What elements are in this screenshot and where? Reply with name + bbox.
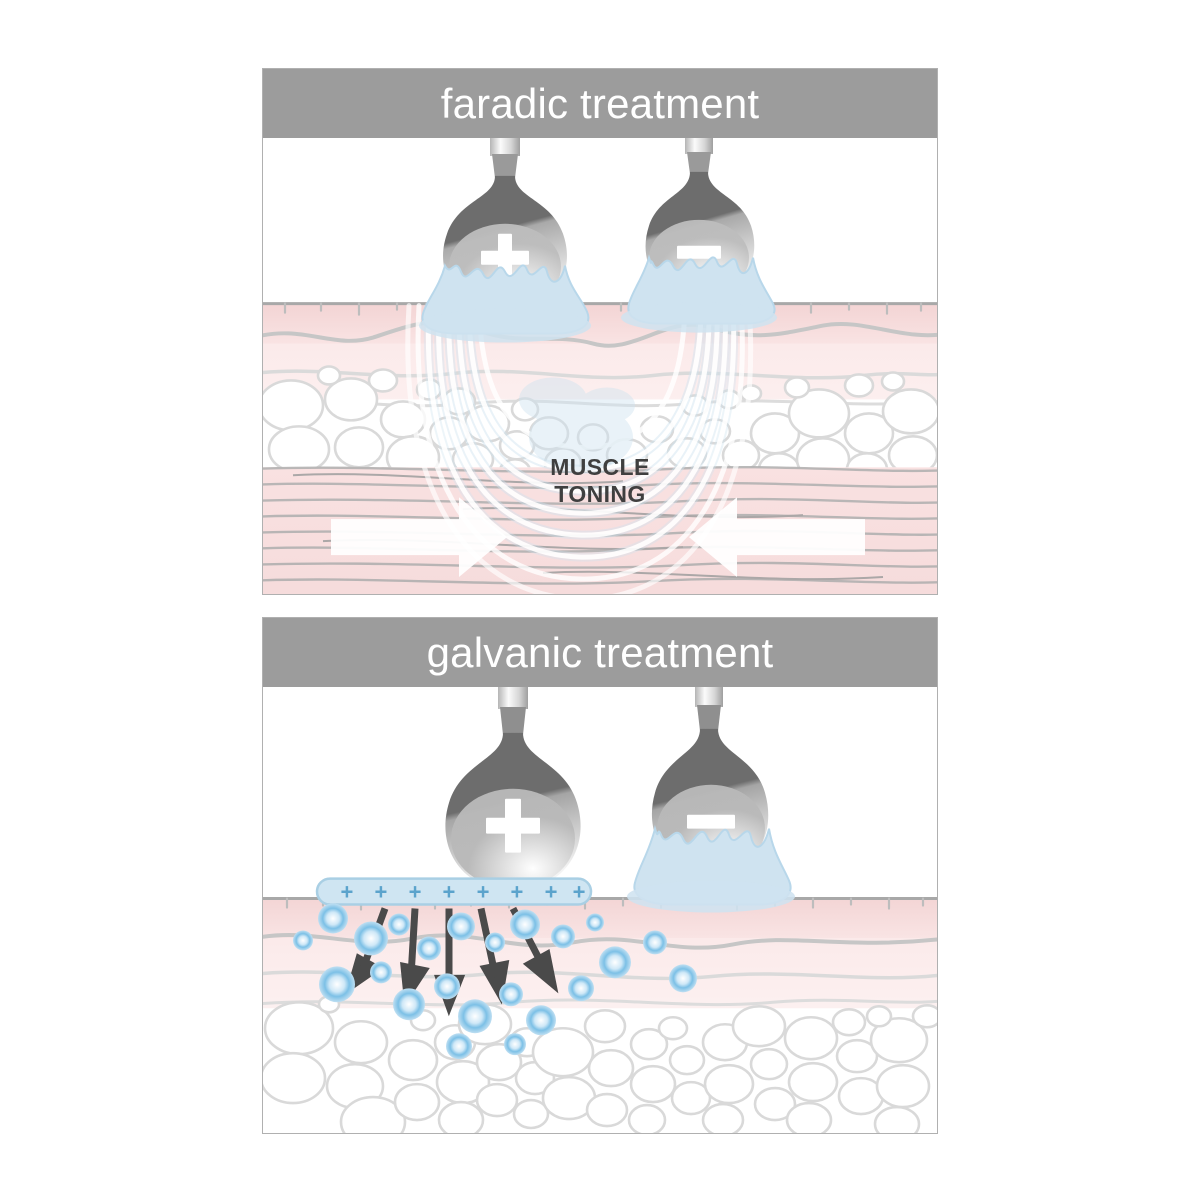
svg-text:+: + <box>443 880 456 905</box>
pad-charge-symbols: + + + + + + + + <box>341 880 586 905</box>
minus-symbol <box>687 814 735 829</box>
svg-text:+: + <box>573 880 586 905</box>
faradic-electrode-negative <box>621 138 777 333</box>
galvanic-electrode-negative <box>627 687 795 913</box>
positive-ion-pad: + + + + + + + + <box>315 877 593 906</box>
muscle-arrow-right <box>331 497 507 578</box>
muscle-arrow-left <box>689 497 865 578</box>
ion-particles <box>293 903 697 1060</box>
minus-symbol <box>677 245 721 259</box>
panel-faradic-header: faradic treatment <box>263 69 937 138</box>
muscle-toning-line2: TONING <box>554 481 646 508</box>
faradic-electrode-positive <box>419 138 591 343</box>
panel-galvanic: galvanic treatment <box>262 617 938 1134</box>
panel-galvanic-body: + + + + + + + + <box>263 687 937 1133</box>
panel-faradic: faradic treatment <box>262 68 938 595</box>
galvanic-diagram: + + + + + + + + <box>263 687 937 1133</box>
svg-text:+: + <box>375 880 388 905</box>
svg-text:+: + <box>341 880 354 905</box>
svg-text:+: + <box>511 880 524 905</box>
galvanic-electrode-positive <box>445 687 581 891</box>
plus-symbol <box>486 798 540 853</box>
panel-galvanic-header: galvanic treatment <box>263 618 937 687</box>
svg-text:+: + <box>409 880 422 905</box>
muscle-toning-label: MUSCLE TONING <box>263 454 937 508</box>
muscle-toning-line1: MUSCLE <box>550 454 650 480</box>
svg-text:+: + <box>477 880 490 905</box>
svg-text:+: + <box>545 880 558 905</box>
faradic-diagram <box>263 138 937 594</box>
panel-galvanic-title: galvanic treatment <box>426 628 774 676</box>
panel-faradic-title: faradic treatment <box>440 79 760 127</box>
panel-faradic-body: MUSCLE TONING <box>263 138 937 594</box>
